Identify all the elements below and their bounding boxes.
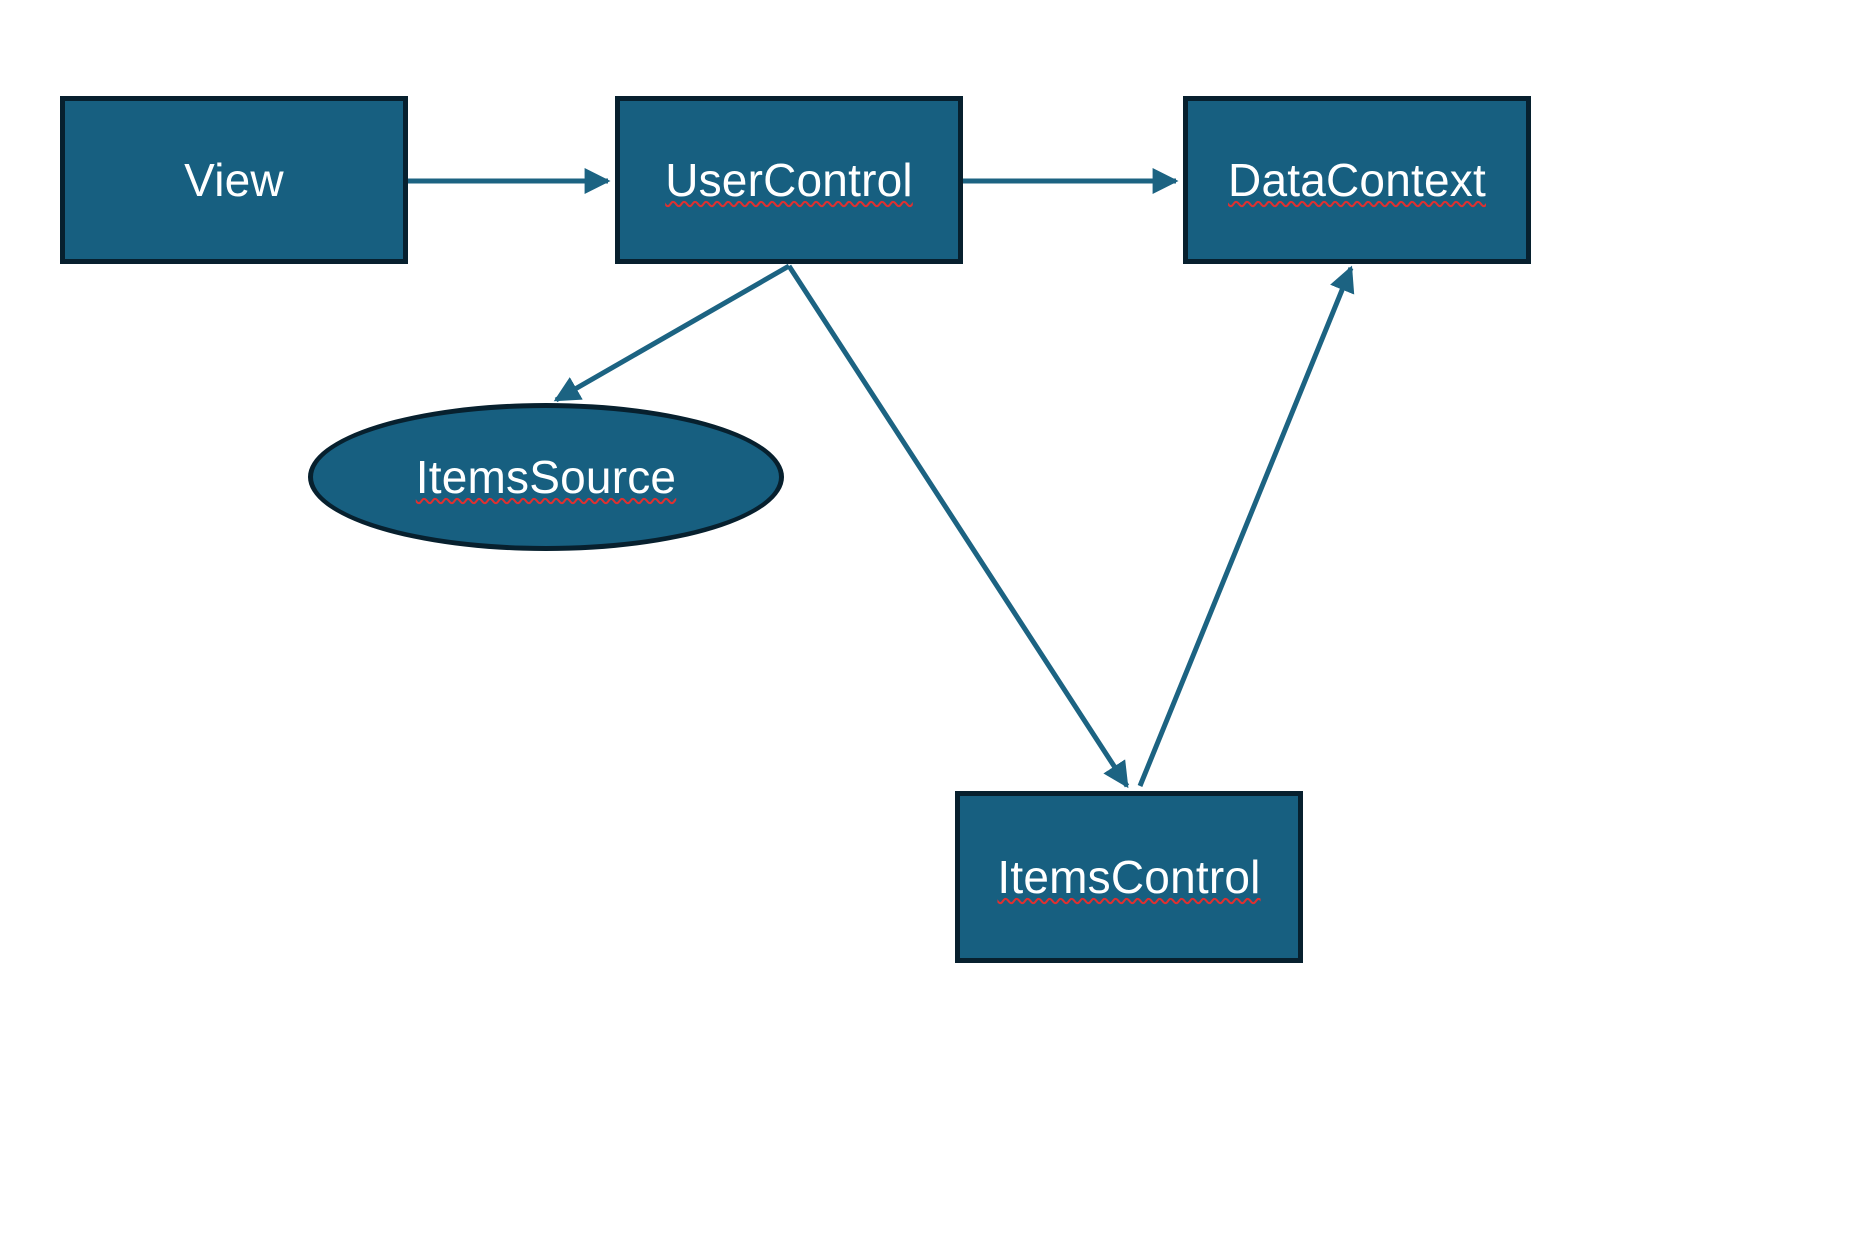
connector-usercontrol-to-itemssource [553, 263, 791, 403]
node-itemssource-label: ItemsSource [415, 450, 677, 503]
node-usercontrol-label: UserControl [665, 153, 913, 206]
node-itemssource[interactable]: ItemsSource [308, 403, 784, 551]
node-usercontrol[interactable]: UserControl [615, 96, 963, 264]
connector-usercontrol-to-itemscontrol [786, 264, 1130, 789]
connector-itemscontrol-to-datacontext [1137, 265, 1355, 787]
node-datacontext[interactable]: DataContext [1183, 96, 1531, 264]
node-view-label: View [184, 153, 284, 206]
node-datacontext-label: DataContext [1228, 153, 1486, 206]
node-view[interactable]: View [60, 96, 408, 264]
node-itemscontrol-label: ItemsControl [997, 850, 1261, 903]
node-itemscontrol[interactable]: ItemsControl [955, 791, 1303, 963]
